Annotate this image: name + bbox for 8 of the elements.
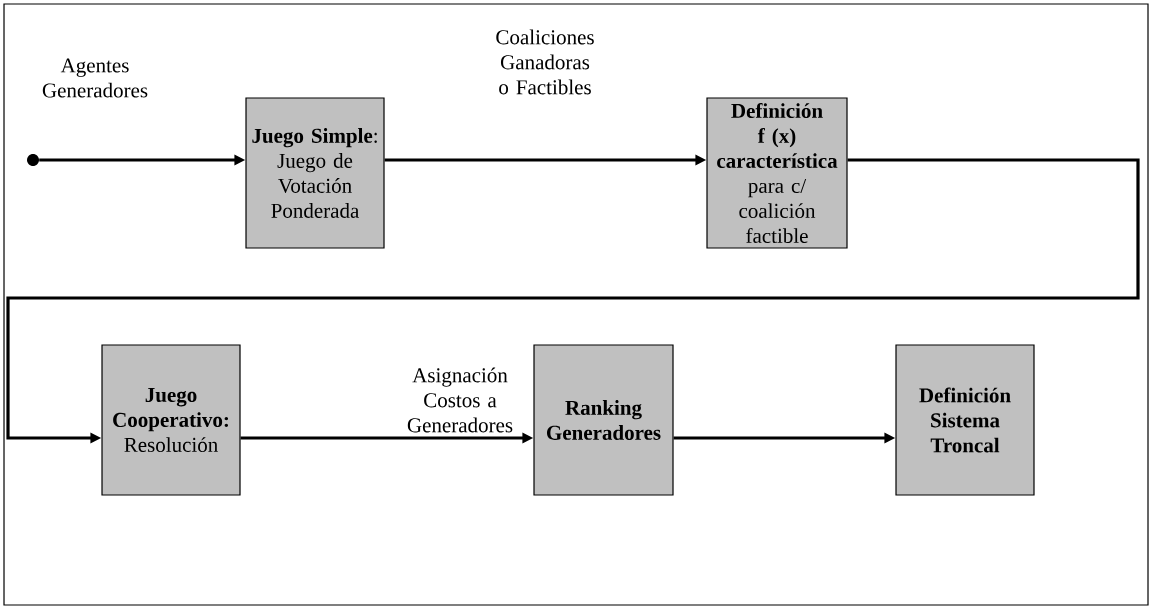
process-box: Ranking Generadores bbox=[533, 344, 674, 496]
process-box: Definición Sistema Troncal bbox=[895, 344, 1035, 496]
process-box: Definición f (x) característica para c/ coalición factible bbox=[706, 97, 848, 249]
process-box: Juego Simple: Juego de Votación Ponderada bbox=[245, 97, 385, 249]
edge-label: Coaliciones Ganadoras o Factibles bbox=[496, 29, 594, 95]
edge-label: Asignación Costos a Generadores bbox=[407, 367, 513, 433]
process-box: Juego Cooperativo: Resolución bbox=[101, 344, 241, 496]
edge-label: Agentes Generadores bbox=[42, 58, 148, 98]
